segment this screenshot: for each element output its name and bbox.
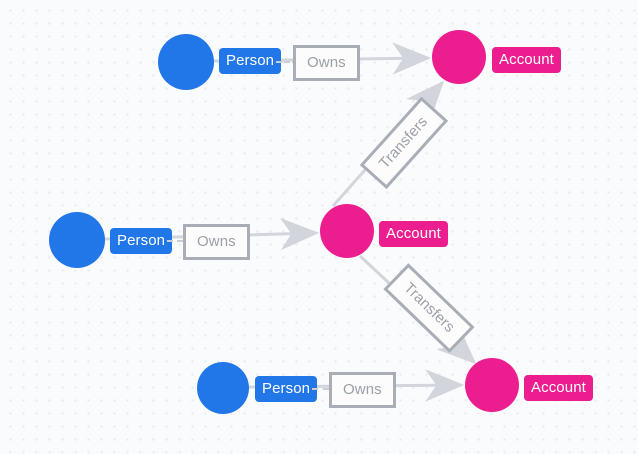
- node-person-2[interactable]: [49, 212, 105, 268]
- node-label-account-1[interactable]: Account: [492, 47, 561, 73]
- edge-label-owns-3[interactable]: Owns: [329, 372, 396, 408]
- edge-label-owns-1[interactable]: Owns: [293, 45, 360, 81]
- connector-person-3-owns: [312, 388, 329, 390]
- node-label-person-3[interactable]: Person: [255, 376, 318, 402]
- node-label-person-1[interactable]: Person: [219, 48, 282, 74]
- connector-person-2-owns: [167, 240, 183, 242]
- node-label-person-2[interactable]: Person: [110, 228, 173, 254]
- node-person-1[interactable]: [158, 34, 214, 90]
- node-account-2[interactable]: [320, 204, 374, 258]
- connector-person-1-owns: [276, 61, 298, 63]
- edge-label-transfers-1[interactable]: Transfers: [359, 96, 448, 190]
- node-account-1[interactable]: [432, 30, 486, 84]
- node-person-3[interactable]: [197, 362, 249, 414]
- node-label-account-3[interactable]: Account: [524, 375, 593, 401]
- node-label-account-2[interactable]: Account: [379, 221, 448, 247]
- edge-label-owns-2[interactable]: Owns: [183, 224, 250, 260]
- edge-label-transfers-2[interactable]: Transfers: [383, 263, 475, 353]
- node-account-3[interactable]: [465, 358, 519, 412]
